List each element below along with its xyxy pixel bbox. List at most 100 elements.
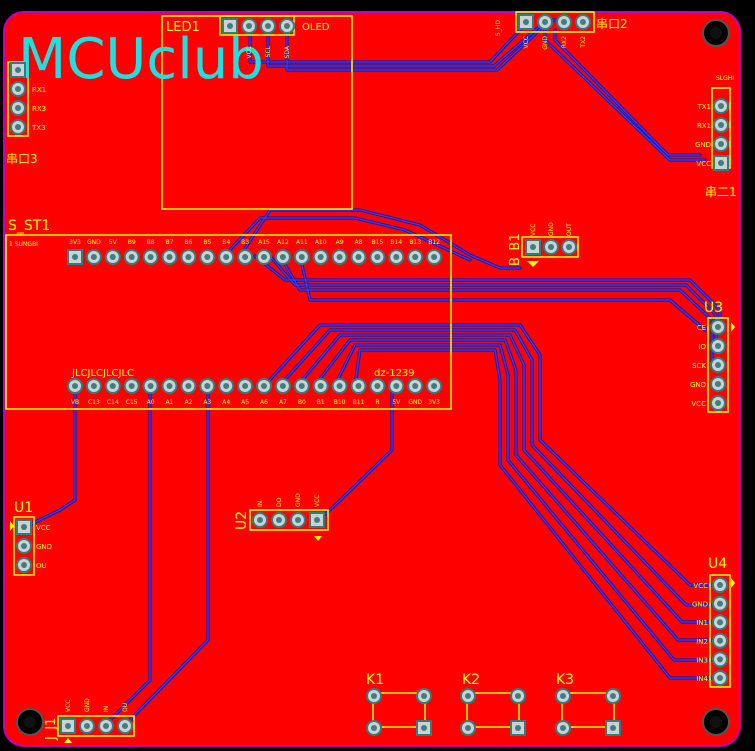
uart2-right-pin-label: TX1 [696, 103, 711, 111]
u1-pin-label: GND [36, 543, 52, 551]
switch-pad [510, 720, 526, 736]
led1-label: OLED [302, 22, 330, 33]
s-st1-bottom-pin-label: VB [71, 399, 79, 406]
u4-pad [712, 670, 728, 686]
uart2-right-pad [713, 117, 729, 133]
s-st1-top-pin-label: B14 [390, 239, 402, 246]
s-st1-bottom-pad [142, 378, 159, 394]
s-st1-bottom-pad [104, 378, 121, 394]
uart2-top-pad [556, 14, 572, 30]
u3-pin-label: SCK [692, 362, 706, 370]
s-st1-bottom-pin-label: A5 [241, 399, 249, 406]
uart3-pin-label: RX1 [32, 86, 46, 94]
b-b1-pin-label: VCC [530, 224, 537, 236]
uart3-pad [10, 81, 26, 97]
switch-pad [555, 688, 571, 704]
s-st1-top-pin-label: B4 [222, 239, 230, 246]
s-st1-top-pad [331, 249, 348, 265]
s-st1-top-pad [199, 249, 216, 265]
b-b1-pad [561, 239, 577, 255]
u2-pad [309, 512, 325, 528]
uart2-top-side-label: 5_HD [495, 20, 502, 36]
uart3-pin-label: RX3 [32, 105, 46, 113]
s-st1-bottom-pad [123, 378, 140, 394]
uart2-right-pad [713, 155, 729, 171]
u3-pin-label: VCC [691, 400, 706, 408]
b-b1-pad [543, 239, 559, 255]
s-st1-top-pad [104, 249, 121, 265]
uart2-top-pad [537, 14, 553, 30]
u1-pad [16, 538, 32, 554]
switch-pad [605, 688, 621, 704]
s-st1-top-pin-label: B5 [203, 239, 211, 246]
s-st1-top-pin-label: A11 [296, 239, 308, 246]
s-st1-top-pin-label: B7 [166, 239, 174, 246]
s-st1-bottom-pad [388, 378, 405, 394]
s-st1-top-pad [85, 249, 102, 265]
s-st1-ref: S_ST1 [8, 218, 50, 234]
u4-pad [712, 577, 728, 593]
u4-pin-label: IN2 [696, 638, 708, 646]
s-st1-bottom-pin-label: A7 [279, 399, 287, 406]
s-st1-top-pin-label: B9 [128, 239, 136, 246]
uart2-top-pin-label: TX2 [580, 36, 587, 49]
oled-pad [222, 18, 238, 34]
uart2-right-ref: 串二1 [705, 185, 737, 199]
j1-pad [60, 718, 76, 734]
switch-pad [510, 688, 526, 704]
oled-pad [260, 18, 276, 34]
s-st1-bottom-pin-label: C14 [107, 399, 119, 406]
oled-pad [279, 18, 295, 34]
u4-pad [712, 595, 728, 612]
s-st1-bottom-pin-label: B10 [334, 399, 346, 406]
u3-pad [710, 338, 726, 354]
s-st1-bottom-pad [67, 378, 83, 394]
s-st1-top-pad [237, 249, 254, 265]
b-b1-ref: B_B1 [508, 233, 523, 266]
k1-ref: K1 [366, 672, 384, 688]
s-st1-bottom-pin-label: 3V3 [428, 399, 440, 406]
switch-pad [366, 720, 382, 736]
u1-ref: U1 [14, 500, 33, 516]
switch-pad [366, 688, 382, 704]
board-outline [3, 11, 741, 747]
s-st1-top-pad [256, 249, 272, 265]
s-st1-bottom-pad [161, 378, 178, 394]
u3-ref: U3 [704, 300, 723, 316]
s-st1-top-pad [67, 249, 83, 265]
switch-pad [416, 720, 432, 736]
u3-pad [710, 395, 726, 411]
oled-pad [241, 18, 257, 34]
b-b1-pad [525, 239, 541, 255]
s-st1-top-pin-label: A12 [277, 239, 289, 246]
s-st1-top-pad [312, 249, 329, 265]
mounting-holes [16, 19, 730, 736]
s-st1-bottom-pad [407, 378, 424, 394]
s-st1-bottom-pin-label: A6 [260, 399, 268, 406]
j1-pin-label: GND [84, 698, 91, 712]
s-st1-top-pad [407, 249, 424, 265]
s-st1-bottom-pad [369, 378, 386, 394]
j1-pad [79, 718, 95, 734]
s-st1-top-pin-label: A9 [336, 239, 344, 246]
s-st1-top-pad [180, 249, 197, 265]
s-st1-bottom-label: dz-1239 [374, 368, 415, 379]
uart3-pad [10, 119, 26, 135]
uart3-pin-label: TX3 [31, 124, 46, 132]
uart2-top-pin-label: VCC [523, 36, 530, 48]
s-st1-top-pad [274, 249, 291, 265]
s-st1-top-pin-label: A8 [355, 239, 363, 246]
reference-labels: LED1 OLED 串口2 5_HD 串口3 串二1 SLGHI S_ST1 1… [6, 17, 737, 741]
u1-pad [16, 557, 32, 573]
s-st1-bottom-pin-label: A2 [184, 399, 192, 406]
s-st1-bottom-pad [312, 378, 329, 394]
u3-pad [710, 376, 726, 392]
s-st1-bottom-pin-label: GND [408, 399, 422, 406]
j1-pad [98, 718, 114, 734]
s-st1-top-pin-label: B13 [409, 239, 421, 246]
u4-ref: U4 [708, 556, 727, 572]
s-st1-top-pad [142, 249, 159, 265]
uart2-right-pin-label: GND [695, 141, 711, 149]
s-st1-bottom-pin-label: A1 [166, 399, 174, 406]
